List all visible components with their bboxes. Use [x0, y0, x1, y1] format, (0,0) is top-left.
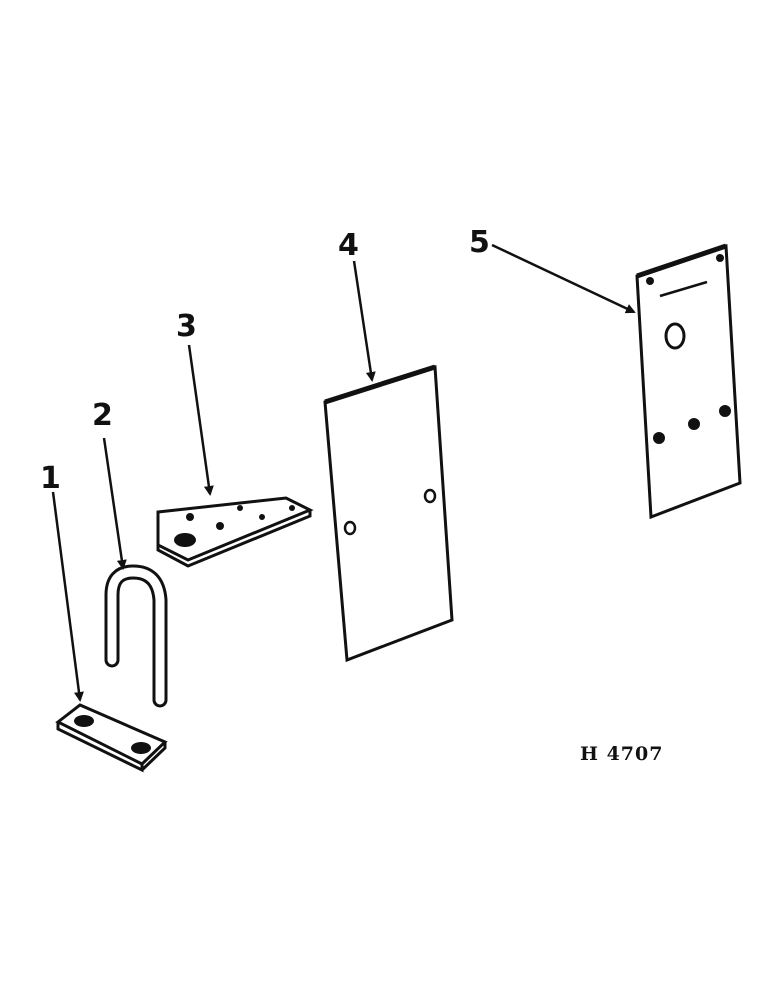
leader-2	[102, 437, 127, 570]
part-2-u-bolt	[104, 564, 168, 708]
figure-code: H 4707	[580, 743, 663, 765]
callout-5: 5	[469, 225, 490, 260]
callout-2: 2	[92, 398, 113, 433]
leader-5	[491, 243, 636, 314]
leader-1	[51, 491, 84, 702]
part-1-plate	[55, 703, 168, 773]
part-5-mounting-plate	[635, 243, 742, 520]
callout-1: 1	[40, 461, 61, 496]
leader-3	[187, 344, 214, 496]
callout-3: 3	[176, 309, 197, 344]
leader-4	[352, 260, 376, 382]
part-3-bracket	[156, 496, 314, 568]
callout-4: 4	[338, 228, 359, 263]
part-4-plate	[323, 364, 454, 663]
